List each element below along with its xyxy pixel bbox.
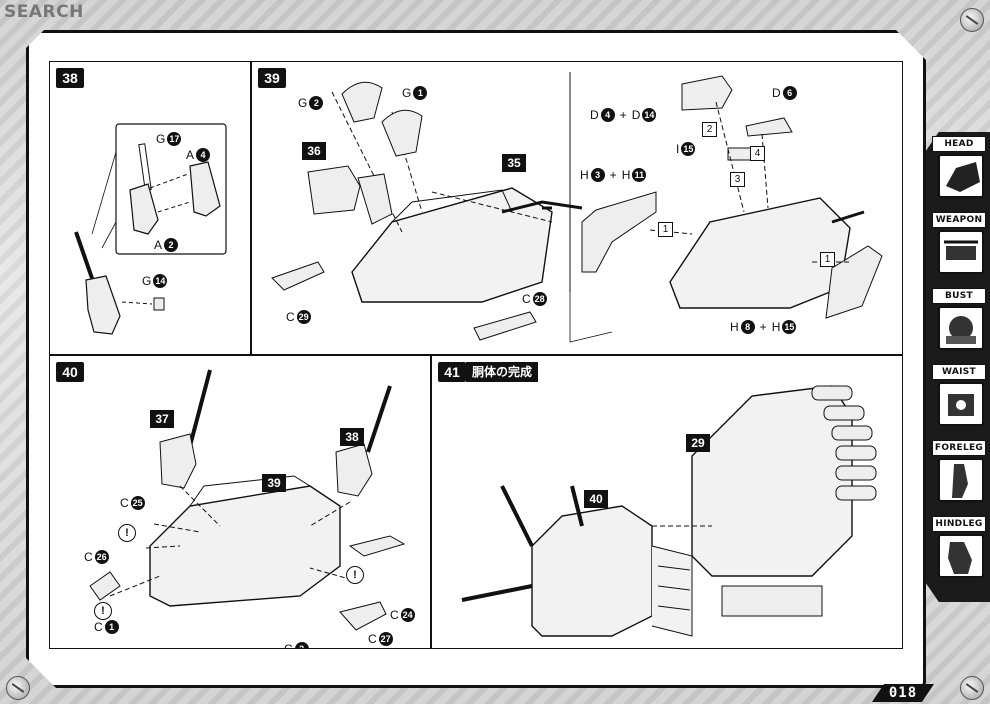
step-number: 39 xyxy=(258,68,286,88)
waist-icon xyxy=(938,382,984,426)
screw-icon xyxy=(6,676,30,700)
step-40-drawing xyxy=(50,356,430,648)
sidebar-tab-label: BUST xyxy=(932,288,986,304)
bust-icon xyxy=(938,306,984,350)
ref-step-29: 29 xyxy=(686,434,710,452)
sidebar-tab-label: HEAD xyxy=(932,136,986,152)
sidebar-tab-label: HINDLEG xyxy=(932,516,986,532)
screw-icon xyxy=(960,676,984,700)
screw-icon xyxy=(960,8,984,32)
ref-step-38: 38 xyxy=(340,428,364,446)
sidebar-tab-label: WEAPON xyxy=(932,212,986,228)
weapon-icon xyxy=(938,230,984,274)
caution-icon: ! xyxy=(346,566,364,584)
sequence-marker: 1 xyxy=(820,252,835,267)
step-number: 40 xyxy=(56,362,84,382)
page-number: 018 xyxy=(872,684,934,702)
step-number: 38 xyxy=(56,68,84,88)
ref-step-40: 40 xyxy=(584,490,608,508)
sequence-marker: 4 xyxy=(750,146,765,161)
sequence-marker: 2 xyxy=(702,122,717,137)
step-41-drawing xyxy=(432,356,902,648)
sidebar-tab-foreleg[interactable]: FORELEG xyxy=(932,440,986,506)
step-39-panel: 39 xyxy=(251,61,903,355)
sidebar-tab-label: FORELEG xyxy=(932,440,986,456)
sidebar-tab-weapon[interactable]: WEAPON xyxy=(932,212,986,278)
hindleg-icon xyxy=(938,534,984,578)
step-41-panel: 41 胴体の完成 40 29 xyxy=(431,355,903,649)
sequence-marker: 1 xyxy=(658,222,673,237)
sequence-marker: 3 xyxy=(730,172,745,187)
ref-step-37: 37 xyxy=(150,410,174,428)
caution-icon: ! xyxy=(118,524,136,542)
ref-step-35: 35 xyxy=(502,154,526,172)
step-title: 胴体の完成 xyxy=(466,362,538,382)
section-sidebar: HEAD WEAPON BUST WAIST FORELEG HINDLEG xyxy=(926,132,990,602)
ref-step-36: 36 xyxy=(302,142,326,160)
step-39-drawing xyxy=(252,62,902,354)
head-icon xyxy=(938,154,984,198)
caution-icon: ! xyxy=(94,602,112,620)
ref-step-39: 39 xyxy=(262,474,286,492)
watermark: SEARCH xyxy=(4,2,84,22)
sidebar-tab-waist[interactable]: WAIST xyxy=(932,364,986,430)
sidebar-tab-head[interactable]: HEAD xyxy=(932,136,986,202)
sidebar-tab-hindleg[interactable]: HINDLEG xyxy=(932,516,986,582)
foreleg-icon xyxy=(938,458,984,502)
sidebar-tab-bust[interactable]: BUST xyxy=(932,288,986,354)
step-38-drawing xyxy=(50,62,250,354)
step-number: 41 xyxy=(438,362,466,382)
sidebar-tab-label: WAIST xyxy=(932,364,986,380)
